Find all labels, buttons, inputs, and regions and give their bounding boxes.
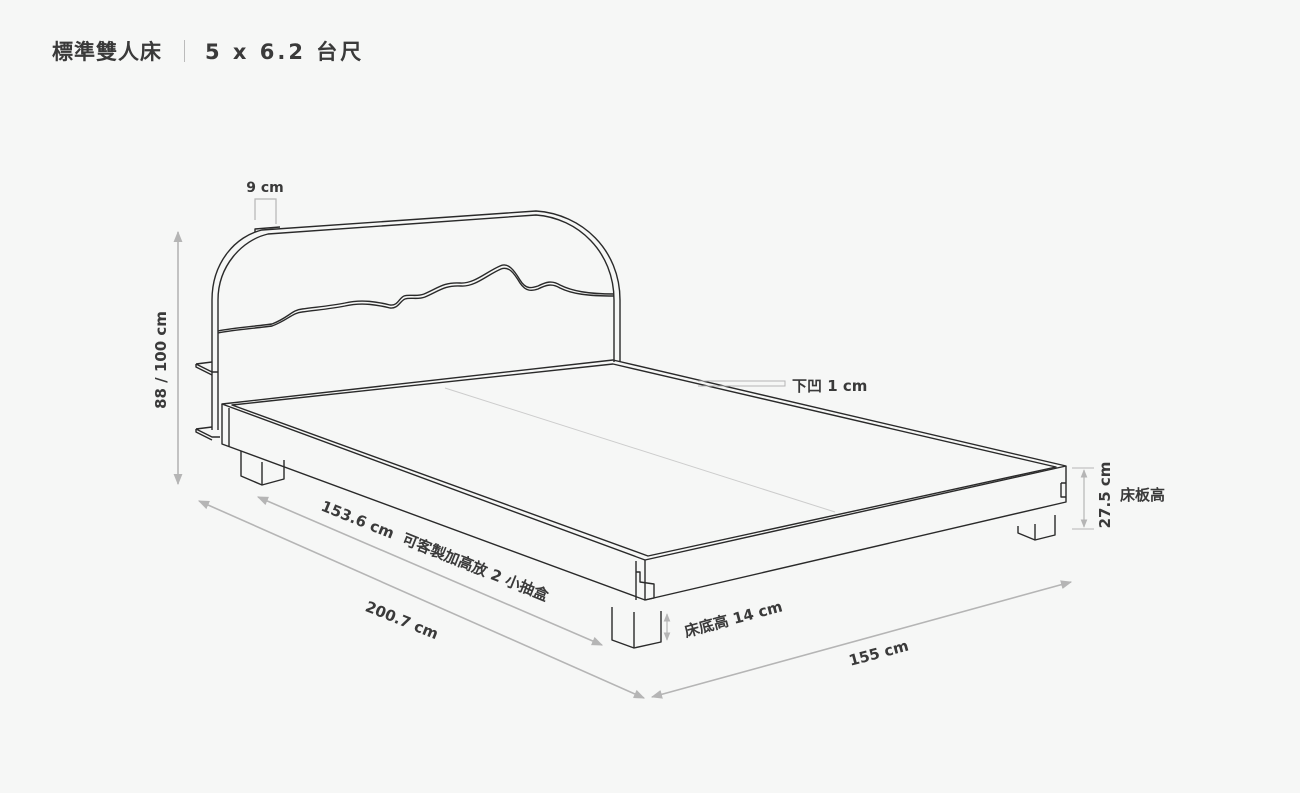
dimension-lines bbox=[173, 198, 1094, 699]
leg-front bbox=[611, 607, 662, 649]
bed-type-title: 標準雙人床 bbox=[52, 40, 162, 64]
mountain-line bbox=[217, 264, 615, 332]
leg-back-right bbox=[1017, 515, 1056, 541]
shelf-lower bbox=[195, 426, 220, 441]
length-label: 200.7 cm bbox=[363, 598, 441, 644]
shelf-upper bbox=[195, 361, 218, 376]
bed-platform bbox=[221, 359, 1067, 649]
recess-label: 下凹 1 cm bbox=[792, 377, 867, 395]
platform-height-label: 床板高 bbox=[1120, 486, 1165, 504]
header-divider bbox=[184, 40, 185, 62]
headboard bbox=[195, 210, 621, 441]
headboard-thickness-label: 9 cm bbox=[246, 180, 284, 196]
platform-height-value: 27.5 cm bbox=[1096, 462, 1114, 529]
base-height-label: 床底高 14 cm bbox=[682, 597, 784, 640]
total-height-label: 88 / 100 cm bbox=[152, 311, 170, 409]
bed-size-label: 5 x 6.2 台尺 bbox=[205, 40, 365, 64]
bed-drawing bbox=[195, 210, 1067, 649]
page-header: 標準雙人床 5 x 6.2 台尺 bbox=[52, 36, 364, 66]
